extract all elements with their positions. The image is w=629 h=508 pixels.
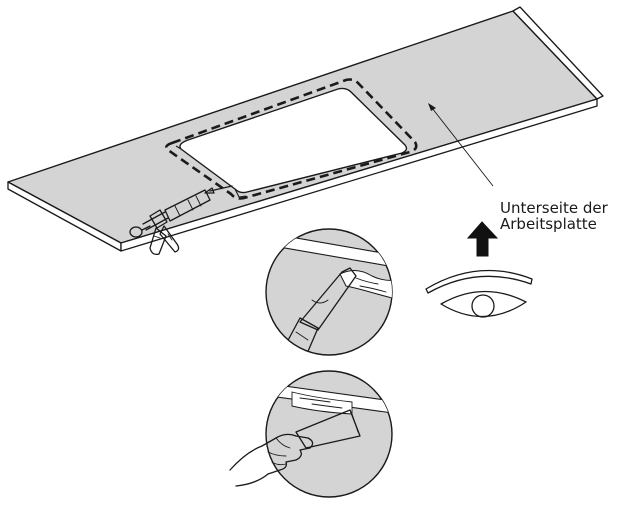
arrow-up-icon [466,221,499,257]
caulking-gun-icon [129,185,233,256]
hand-icon [229,433,314,487]
detail-circle-sealant-application [265,228,393,356]
callout-label-line-2: Arbeitsplatte [500,215,597,233]
callout-label-line-1: Unterseite der [500,199,608,217]
spatula-icon [295,409,361,449]
callout-leader-line [431,107,494,187]
countertop [7,6,604,252]
callout-leader-tip [428,103,436,111]
sink-cutout-rim [175,145,247,198]
countertop-back-edge [512,6,604,100]
detail-circle-smoothing [229,370,393,498]
eye-icon [425,269,533,318]
countertop-right-edge [120,98,598,252]
callout-label-underside: Unterseite der Arbeitsplatte [500,200,628,232]
